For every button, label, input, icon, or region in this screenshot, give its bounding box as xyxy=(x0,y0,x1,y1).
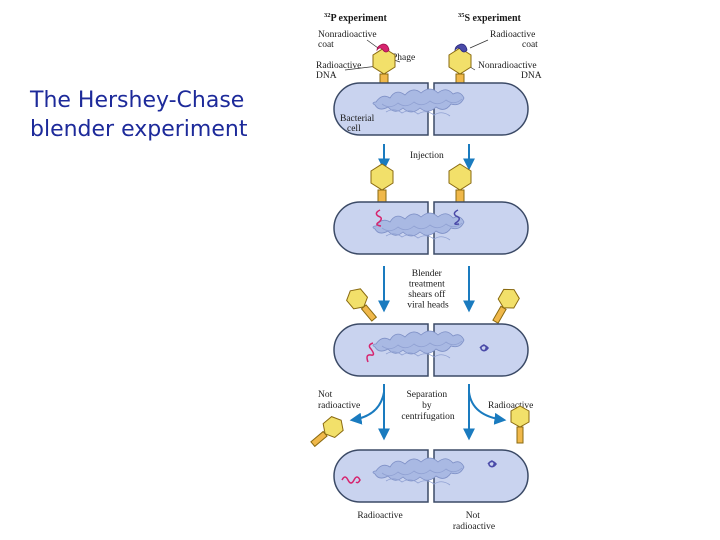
s35-experiment-heading: 35S experiment xyxy=(458,12,522,24)
left-coat-label: Nonradioactive coat xyxy=(318,30,379,50)
right-dna-label: Nonradioactive DNA xyxy=(478,61,542,81)
separation-branch-left xyxy=(349,391,385,425)
phage-35s-top xyxy=(443,43,477,101)
sheared-head-left xyxy=(342,284,382,326)
injection-label: Injection xyxy=(410,151,444,161)
left-dna-label: Radioactive DNA xyxy=(316,61,364,81)
separated-head-right xyxy=(510,405,530,444)
p32-experiment-heading: 32P experiment xyxy=(324,12,388,24)
radioactive-dna-injected xyxy=(375,209,382,227)
bacterial-cell-row4 xyxy=(333,449,529,503)
radioactive-dna-inside xyxy=(366,342,375,363)
separation-branch-right xyxy=(468,391,507,425)
separation-label: Separation by centrifugation xyxy=(401,390,455,422)
bacterial-cell-row1 xyxy=(333,82,529,136)
slide-title-line-2: blender experiment xyxy=(30,117,248,142)
phage-label: Phage xyxy=(392,53,415,63)
right-coat-label: Radioactive coat xyxy=(490,30,538,50)
right-result-label: Radioactive xyxy=(488,401,533,411)
separated-head-left xyxy=(306,412,348,452)
nonradioactive-dna-inside xyxy=(479,344,489,352)
nonradioactive-dna-injected xyxy=(453,209,460,225)
bacterial-cell-row3 xyxy=(333,323,529,377)
sheared-head-right xyxy=(487,284,523,327)
slide-title: The Hershey-Chase blender experiment xyxy=(30,86,300,144)
bottom-right-label: Not radioactive xyxy=(453,511,495,532)
bacterial-cell-row2 xyxy=(333,201,529,255)
bottom-left-label: Radioactive xyxy=(357,511,402,521)
slide-title-line-1: The Hershey-Chase xyxy=(30,88,245,113)
blender-label: Blender treatment shears off viral heads xyxy=(407,269,449,311)
nonradioactive-dna-pellet xyxy=(487,460,497,468)
bacterial-cell-label: Bacterial cell xyxy=(340,114,377,134)
phage-32p-top xyxy=(367,43,401,101)
left-result-label: Not radioactive xyxy=(318,390,360,411)
radioactive-dna-pellet xyxy=(341,476,361,484)
